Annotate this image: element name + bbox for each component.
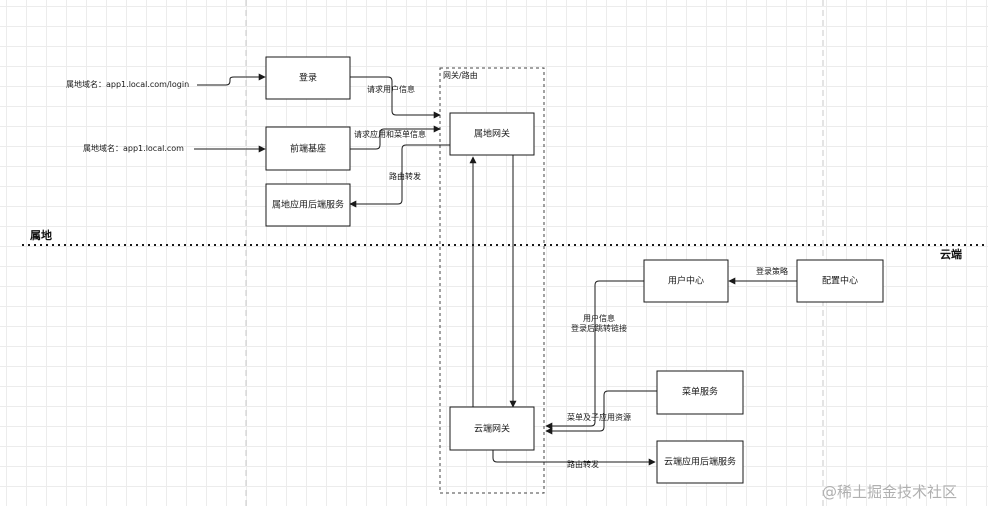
edge-route-forward-cloud: [492, 450, 656, 466]
base-domain-label: 属地域名：app1.local.com: [83, 143, 184, 153]
label-route-forward-local: 路由转发: [389, 171, 421, 181]
node-menu-service[interactable]: 菜单服务: [656, 370, 744, 415]
edge-request-user-info: [350, 76, 441, 119]
label-route-forward-cloud: 路由转发: [567, 459, 599, 469]
node-local-backend-label: 属地应用后端服务: [272, 199, 344, 211]
node-local-gateway[interactable]: 属地网关: [449, 112, 535, 156]
node-user-center[interactable]: 用户中心: [643, 259, 729, 303]
node-cloud-gateway-label: 云端网关: [474, 423, 510, 435]
gateway-group-label: 网关/路由: [443, 70, 478, 80]
label-user-info-line1: 用户信息: [583, 313, 615, 323]
edge-route-forward-local: [349, 144, 450, 208]
edge-user-info: [545, 280, 644, 430]
node-config-center-label: 配置中心: [822, 275, 858, 287]
label-request-apps-menus: 请求应用和菜单信息: [354, 129, 426, 139]
label-request-user-info: 请求用户信息: [367, 84, 415, 94]
edge-request-apps-menus: [350, 125, 441, 150]
watermark: @稀土掘金技术社区: [822, 483, 957, 501]
node-frontend-base[interactable]: 前端基座: [265, 126, 351, 171]
node-cloud-backend[interactable]: 云端应用后端服务: [656, 440, 744, 484]
node-local-backend[interactable]: 属地应用后端服务: [265, 183, 351, 227]
node-user-center-label: 用户中心: [668, 275, 704, 287]
node-cloud-backend-label: 云端应用后端服务: [664, 456, 736, 468]
label-menu-resources: 菜单及子应用资源: [567, 412, 631, 422]
node-cloud-gateway[interactable]: 云端网关: [449, 406, 535, 451]
node-login-label: 登录: [299, 73, 317, 84]
edge-menu-resources: [545, 390, 657, 435]
node-local-gateway-label: 属地网关: [474, 128, 510, 140]
label-login-policy: 登录策略: [756, 266, 788, 276]
zone-cloud-label: 云端: [940, 247, 962, 261]
edge-login-domain: [197, 73, 266, 86]
login-domain-label: 属地域名：app1.local.com/login: [66, 79, 189, 89]
label-user-info-line2: 登录后跳转链接: [571, 323, 627, 333]
node-menu-service-label: 菜单服务: [682, 386, 718, 398]
node-login[interactable]: 登录: [265, 56, 351, 100]
zone-local-label: 属地: [30, 228, 52, 242]
node-config-center[interactable]: 配置中心: [796, 259, 884, 303]
node-frontend-base-label: 前端基座: [290, 143, 326, 155]
